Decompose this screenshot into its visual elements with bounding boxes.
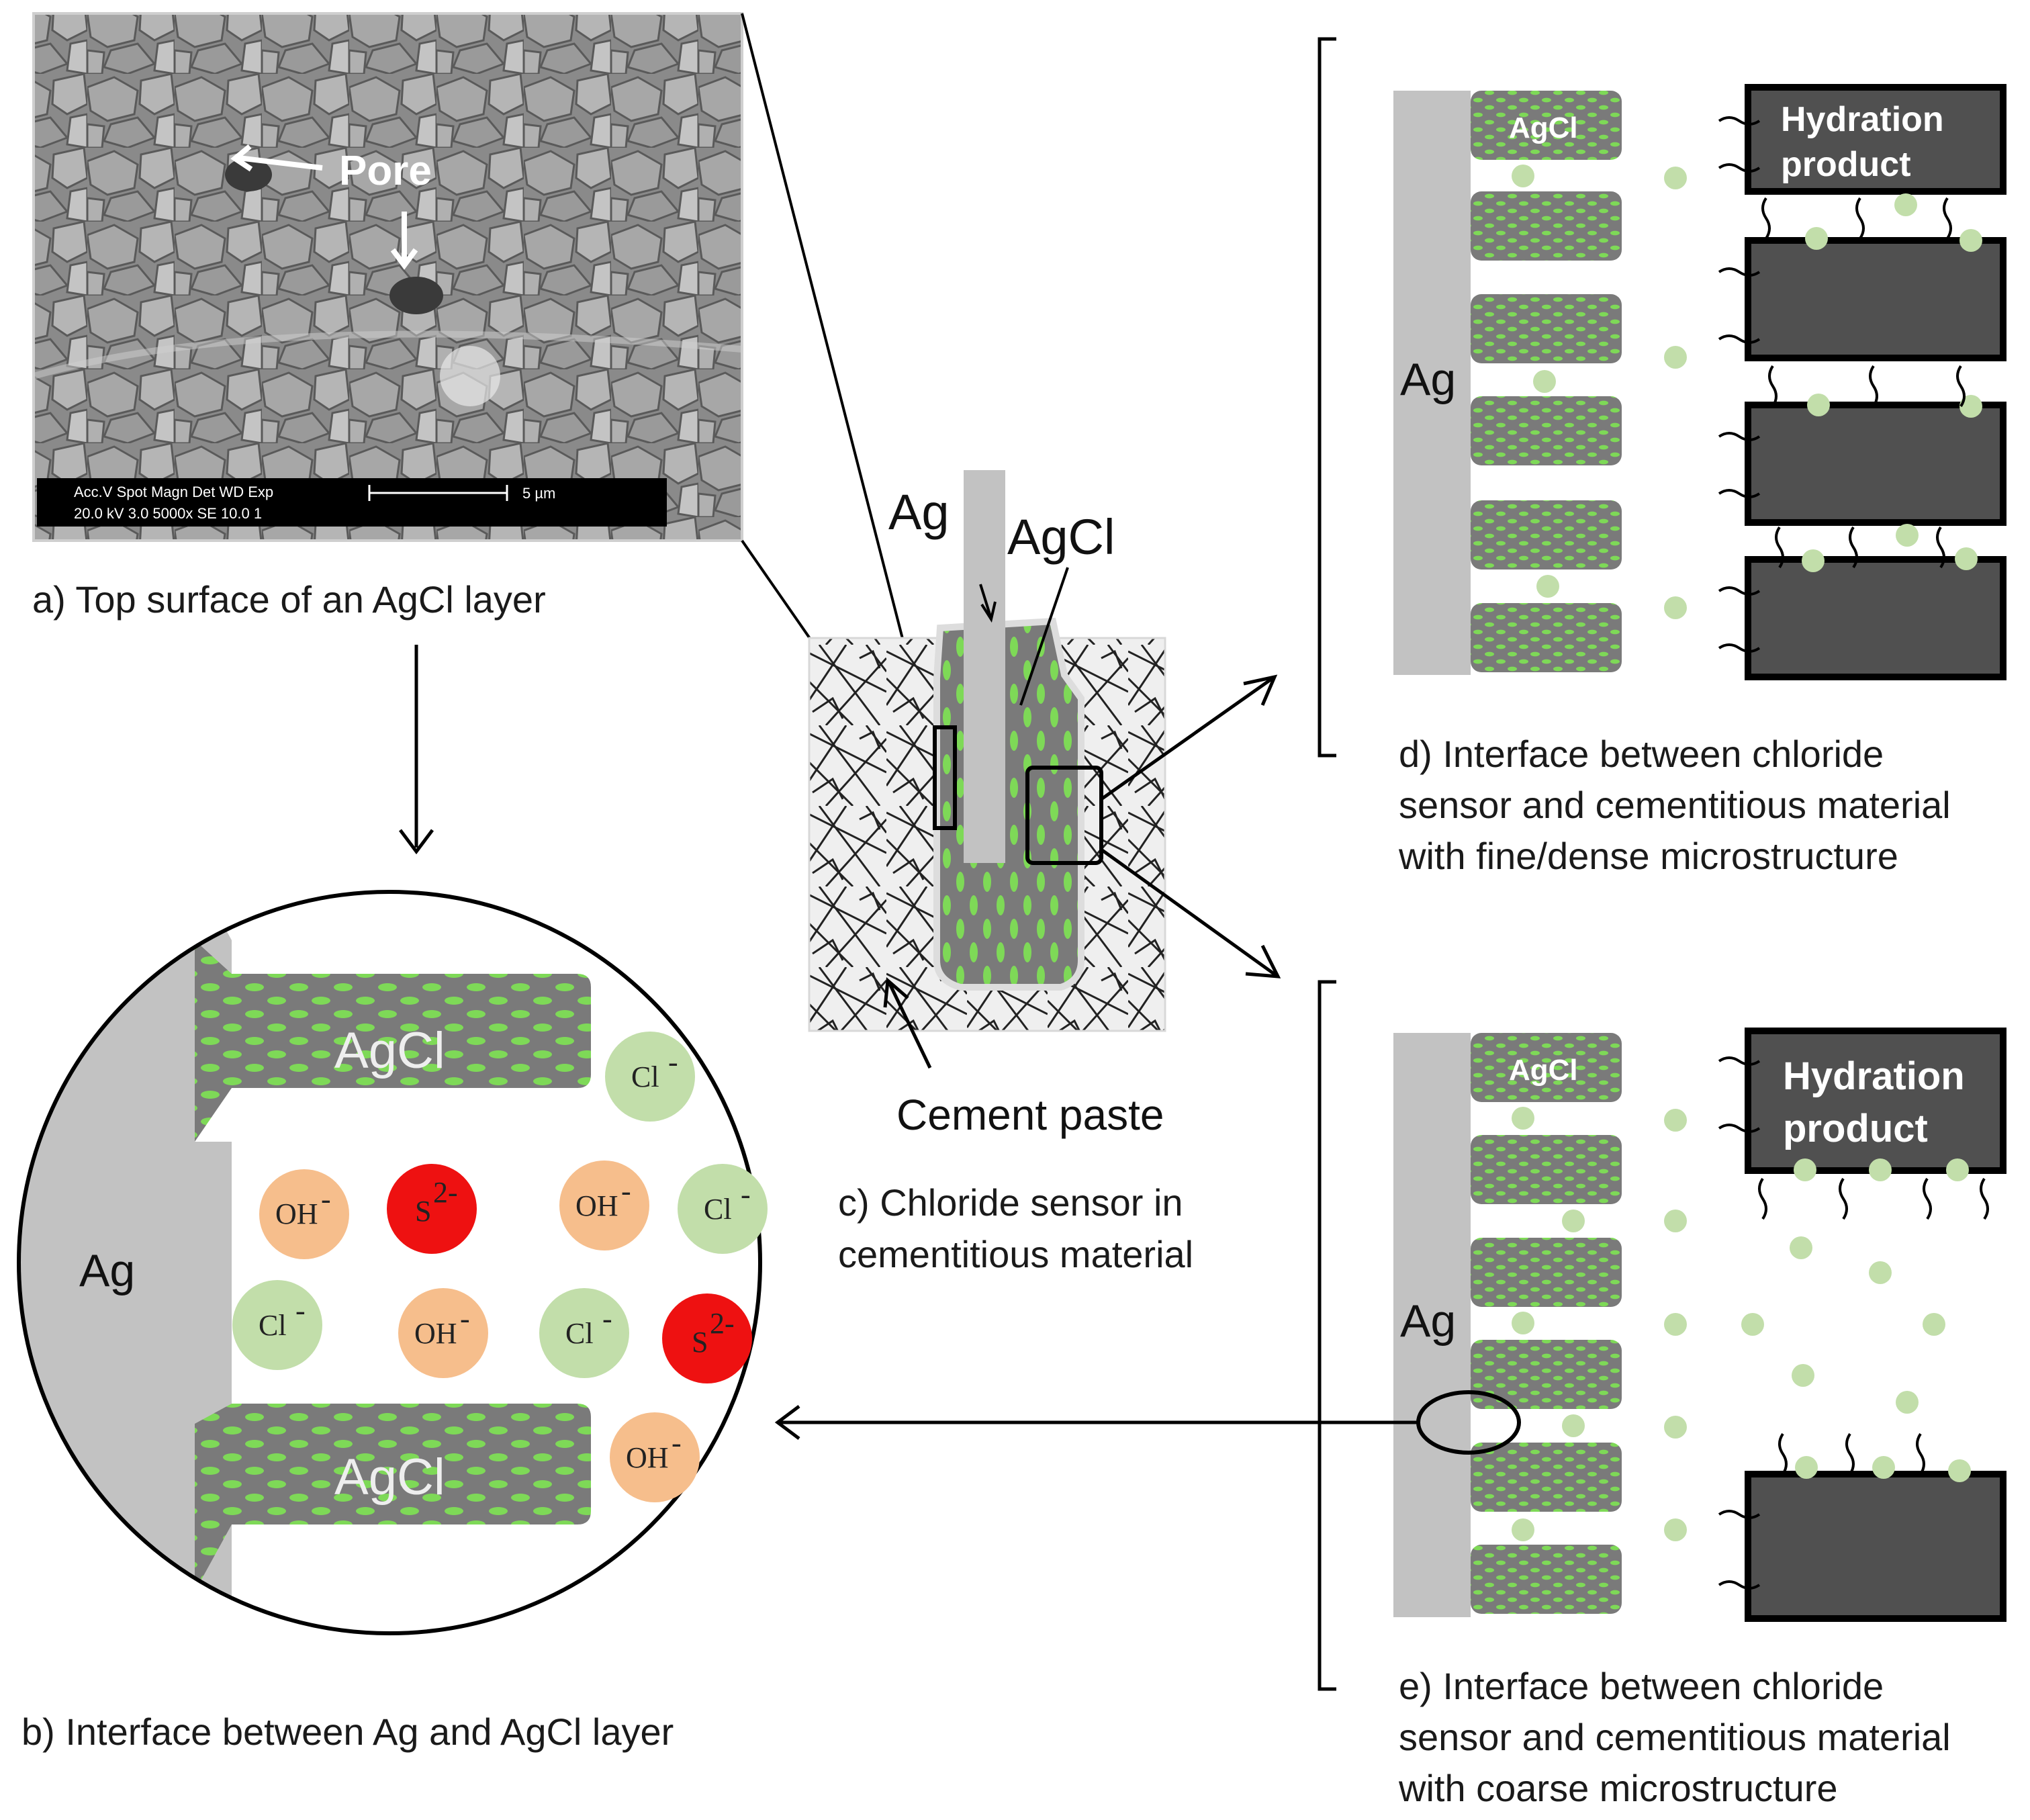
caption-e-line1: e) Interface between chloride bbox=[1399, 1665, 1884, 1707]
ag-label-b: Ag bbox=[79, 1245, 135, 1296]
sem-info-bar bbox=[37, 478, 667, 527]
agcl-label-e: AgCl bbox=[1509, 1054, 1578, 1087]
hydration-label-e1: Hydration bbox=[1783, 1054, 1965, 1098]
caption-c-line1: c) Chloride sensor in bbox=[838, 1181, 1183, 1224]
caption-d-line1: d) Interface between chloride bbox=[1399, 733, 1884, 775]
panel-b-interface-circle: Ag AgCl AgCl Cl- OH- S2- OH- Cl- Cl- OH-… bbox=[17, 890, 768, 1635]
svg-text:OH: OH bbox=[275, 1197, 318, 1230]
agcl-label-c: AgCl bbox=[1007, 509, 1115, 565]
svg-text:-: - bbox=[602, 1302, 612, 1335]
svg-text:Cl: Cl bbox=[565, 1317, 594, 1350]
ion-cl-1: Cl- bbox=[605, 1032, 695, 1122]
svg-text:2-: 2- bbox=[710, 1307, 735, 1340]
hydration-block-d1 bbox=[1745, 84, 2006, 195]
ag-label-c: Ag bbox=[888, 484, 950, 540]
cement-paste-label: Cement paste bbox=[896, 1091, 1164, 1139]
hydration-block-e2 bbox=[1745, 1471, 2006, 1622]
svg-text:-: - bbox=[460, 1302, 470, 1335]
ion-cl-4: Cl- bbox=[539, 1288, 629, 1378]
ag-label-d: Ag bbox=[1400, 354, 1456, 405]
svg-text:OH: OH bbox=[414, 1317, 457, 1350]
ion-cl-3: Cl- bbox=[232, 1280, 322, 1370]
callout-box-small bbox=[933, 725, 957, 830]
arrow-c-to-d bbox=[1100, 676, 1274, 801]
hydration-block-e1 bbox=[1745, 1028, 2006, 1174]
caption-e-line2: sensor and cementitious material bbox=[1399, 1716, 1951, 1758]
ion-oh-2: OH- bbox=[559, 1161, 649, 1250]
svg-text:S: S bbox=[692, 1326, 708, 1359]
agcl-label-b-bottom: AgCl bbox=[334, 1449, 445, 1506]
agcl-coating bbox=[933, 617, 1085, 991]
ion-oh-1: OH- bbox=[259, 1169, 349, 1259]
caption-a: a) Top surface of an AgCl layer bbox=[32, 578, 546, 621]
agcl-bottom-layer bbox=[195, 1404, 591, 1592]
panel-c-sensor bbox=[808, 470, 1166, 1069]
svg-text:-: - bbox=[668, 1046, 678, 1079]
svg-text:20.0 kV 3.0 5000x SE: 20.0 kV 3.0 5000x SE 10.0 1 bbox=[74, 505, 262, 522]
ag-plate-e bbox=[1393, 1033, 1471, 1617]
ag-plate-d bbox=[1393, 91, 1471, 675]
hydration-label-d1: Hydration bbox=[1781, 100, 1944, 139]
hydration-label-d2: product bbox=[1781, 145, 1911, 184]
svg-text:Cl: Cl bbox=[631, 1060, 659, 1093]
ag-label-e: Ag bbox=[1400, 1295, 1456, 1347]
svg-text:-: - bbox=[621, 1175, 631, 1208]
svg-text:-: - bbox=[672, 1426, 682, 1459]
hydration-label-e2: product bbox=[1783, 1107, 1928, 1150]
arrow-c-to-e bbox=[1100, 848, 1277, 977]
ion-s-1: S2- bbox=[387, 1164, 477, 1254]
svg-text:OH: OH bbox=[626, 1441, 669, 1474]
agcl-label-b-top: AgCl bbox=[334, 1022, 445, 1079]
svg-text:Cl: Cl bbox=[704, 1193, 732, 1226]
ion-cl-2: Cl- bbox=[678, 1164, 768, 1254]
pore-label: Pore bbox=[339, 148, 432, 194]
caption-d-line3: with fine/dense microstructure bbox=[1398, 835, 1898, 877]
svg-text:-: - bbox=[741, 1178, 751, 1211]
ag-wire bbox=[964, 470, 1005, 863]
callout-box-large bbox=[1025, 766, 1103, 865]
caption-c-line2: cementitious material bbox=[838, 1233, 1193, 1275]
svg-text:2-: 2- bbox=[433, 1176, 458, 1209]
pore-arrow-left bbox=[238, 155, 323, 171]
agcl-label-d: AgCl bbox=[1509, 111, 1578, 144]
ion-oh-4: OH- bbox=[610, 1412, 700, 1502]
svg-text:-: - bbox=[295, 1294, 306, 1327]
caption-d-line2: sensor and cementitious material bbox=[1399, 784, 1951, 826]
caption-e-line3: with coarse microstructure bbox=[1398, 1767, 1838, 1809]
ion-s-2: S2- bbox=[662, 1293, 752, 1383]
panel-e-coarse-interface bbox=[1318, 980, 2006, 1691]
panel-a-sem-image: Pore Acc.V Spot Magn Det WD Exp 20.0 kV … bbox=[32, 12, 743, 542]
agcl-top-layer bbox=[195, 940, 591, 1142]
panel-d-dense-interface bbox=[1318, 37, 2006, 758]
scale-bar-label: 5 µm bbox=[522, 485, 555, 502]
ion-oh-3: OH- bbox=[398, 1288, 488, 1378]
caption-b: b) Interface between Ag and AgCl layer bbox=[21, 1711, 674, 1753]
svg-text:Acc.V Spot Magn Det WD: Acc.V Spot Magn Det WD Exp bbox=[74, 484, 273, 500]
svg-text:-: - bbox=[321, 1183, 331, 1216]
svg-text:Cl: Cl bbox=[259, 1309, 287, 1342]
svg-text:S: S bbox=[415, 1195, 431, 1228]
svg-text:OH: OH bbox=[575, 1189, 618, 1222]
